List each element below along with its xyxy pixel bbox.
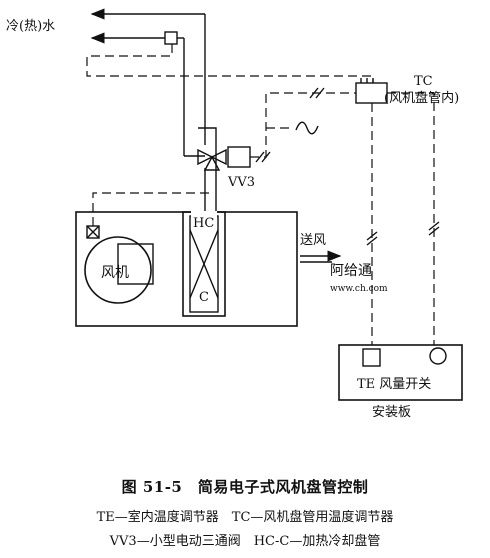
fan-speed-switch — [429, 347, 447, 365]
fan-label: 风机 — [101, 265, 129, 281]
te-thermostat — [362, 348, 381, 367]
watermark-url: www.ch.com — [330, 284, 388, 294]
ac-power-symbol — [295, 121, 319, 135]
installation-panel — [338, 344, 463, 401]
supply-air-arrows — [300, 250, 342, 263]
figure-title: 图 51-5 简易电子式风机盘管控制 — [121, 478, 369, 496]
supply-air-label: 送风 — [300, 233, 326, 248]
legend-line-2: VV3—小型电动三通阀 HC-C—加热冷却盘管 — [109, 534, 381, 549]
te-panel-label: TE 风量开关 — [357, 377, 431, 392]
tc-thermostat — [355, 78, 388, 104]
fan-motor — [84, 236, 154, 304]
legend-line-1: TE—室内温度调节器 TC—风机盘管用温度调节器 — [96, 510, 394, 525]
tc-note: (风机盘管内) — [384, 90, 459, 106]
control-wiring — [86, 44, 435, 345]
wire-ticks — [255, 87, 440, 246]
panel-label: 安装板 — [372, 405, 411, 420]
watermark: 阿给通 — [330, 263, 372, 279]
vv3-label: VV3 — [227, 175, 255, 190]
c-label: C — [199, 290, 209, 305]
hc-label: HC — [193, 216, 214, 231]
water-label: 冷(热)水 — [6, 19, 55, 34]
damper-box — [86, 225, 100, 239]
pipe-sensor — [164, 31, 178, 45]
tc-label: TC — [414, 74, 433, 89]
fan-coil-control-diagram: TC (风机盘管内) 风机 HC C 送风 阿给通 www.ch.com TE … — [6, 8, 463, 420]
vv3-valve — [197, 146, 251, 171]
hc-c-coil — [182, 211, 226, 317]
water-pipes — [90, 8, 217, 212]
